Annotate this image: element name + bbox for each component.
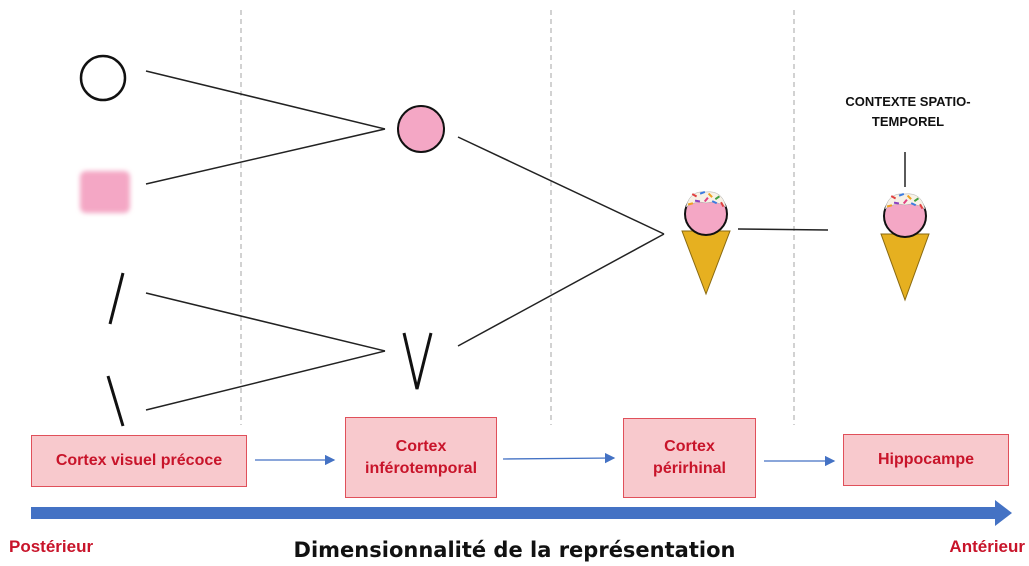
context-label: CONTEXTE SPATIO-TEMPOREL bbox=[845, 94, 971, 129]
axis-left-label: Postérieur bbox=[9, 537, 94, 556]
stage-box-inferotemporal: Cortex inférotemporal bbox=[345, 417, 497, 498]
link-v-to-icecream bbox=[457, 233, 665, 347]
stage-label: Cortex inférotemporal bbox=[365, 437, 478, 477]
axis-title: Dimensionnalité de la représentation bbox=[293, 538, 736, 562]
circle-outline-shape bbox=[79, 54, 127, 102]
axis-right-label: Antérieur bbox=[949, 537, 1025, 556]
link-square-to-pink-circle bbox=[145, 128, 386, 185]
stage-label: Cortex périrhinal bbox=[653, 438, 726, 477]
pink-blurred-square-shape bbox=[80, 171, 130, 213]
arrow-stage2-to-stage3 bbox=[502, 452, 616, 464]
pink-circle-shape bbox=[397, 105, 445, 153]
stage-box-hippocampus: Hippocampe bbox=[843, 434, 1009, 486]
link-backslash-to-v bbox=[145, 350, 386, 411]
slash-line-shape bbox=[108, 272, 125, 325]
icecream-hippocampus-icon bbox=[880, 193, 930, 302]
v-shape bbox=[402, 332, 433, 390]
icecream-perirhinal-icon bbox=[681, 191, 731, 296]
dimensionality-axis-arrow bbox=[31, 500, 1012, 526]
link-circle-to-pink-circle bbox=[145, 70, 386, 130]
stage-box-perirhinal: Cortex périrhinal bbox=[623, 418, 756, 498]
link-pink-circle-to-icecream bbox=[457, 136, 665, 235]
stage-label: Cortex visuel précoce bbox=[55, 452, 223, 469]
stage-label: Hippocampe bbox=[877, 451, 974, 468]
link-slash-to-v bbox=[145, 292, 386, 352]
backslash-line-shape bbox=[106, 375, 125, 427]
link-icecream-to-hippocampus bbox=[737, 228, 829, 231]
stage-box-early-visual: Cortex visuel précoce bbox=[31, 435, 247, 487]
